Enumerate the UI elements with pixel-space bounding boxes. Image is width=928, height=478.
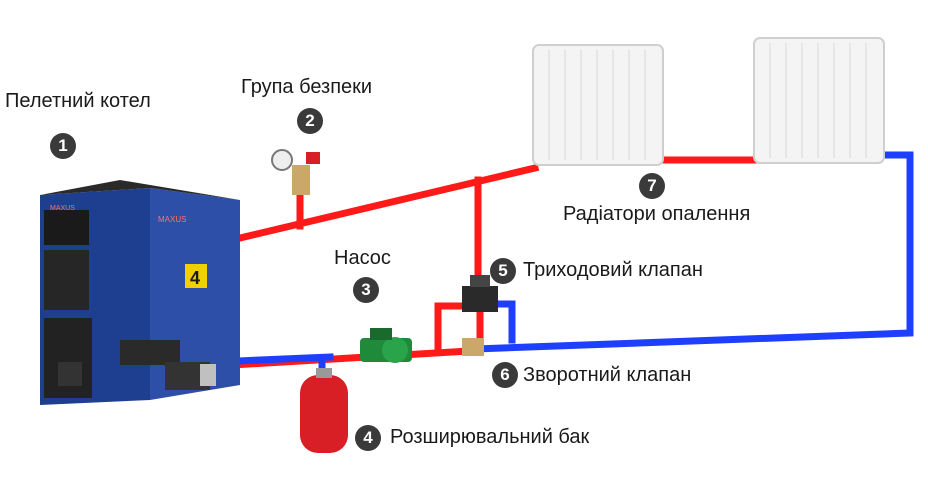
- badge-1: 1: [50, 133, 76, 159]
- label-check-valve: Зворотний клапан: [523, 364, 692, 386]
- boiler-badge-text: 4: [190, 268, 200, 288]
- check-valve: [462, 338, 484, 356]
- pellet-boiler: 4 MAXUS MAXUS: [40, 180, 240, 405]
- three-way-valve: [462, 275, 498, 312]
- label-expansion-tank: Розширювальний бак: [390, 426, 590, 448]
- label-radiators: Радіатори опалення: [563, 203, 751, 225]
- badge-7: 7: [639, 173, 665, 199]
- hopper-brand: MAXUS: [158, 215, 186, 224]
- badge-3: 3: [353, 277, 379, 303]
- label-pellet-boiler: Пелетний котел: [5, 90, 151, 112]
- circulation-pump: [360, 328, 412, 363]
- radiator-left: [532, 44, 664, 166]
- label-safety-group: Група безпеки: [241, 76, 373, 98]
- boiler-brand: MAXUS: [50, 205, 75, 212]
- boiler-4-badge: [185, 264, 207, 288]
- radiator-right: [753, 37, 885, 164]
- badge-5: 5: [490, 258, 516, 284]
- safety-group: [271, 149, 320, 195]
- label-pump: Насос: [334, 247, 391, 269]
- badge-6: 6: [492, 362, 518, 388]
- label-three-way-valve: Триходовий клапан: [523, 259, 703, 281]
- expansion-tank: [300, 368, 348, 453]
- badge-4: 4: [355, 425, 381, 451]
- badge-2: 2: [297, 108, 323, 134]
